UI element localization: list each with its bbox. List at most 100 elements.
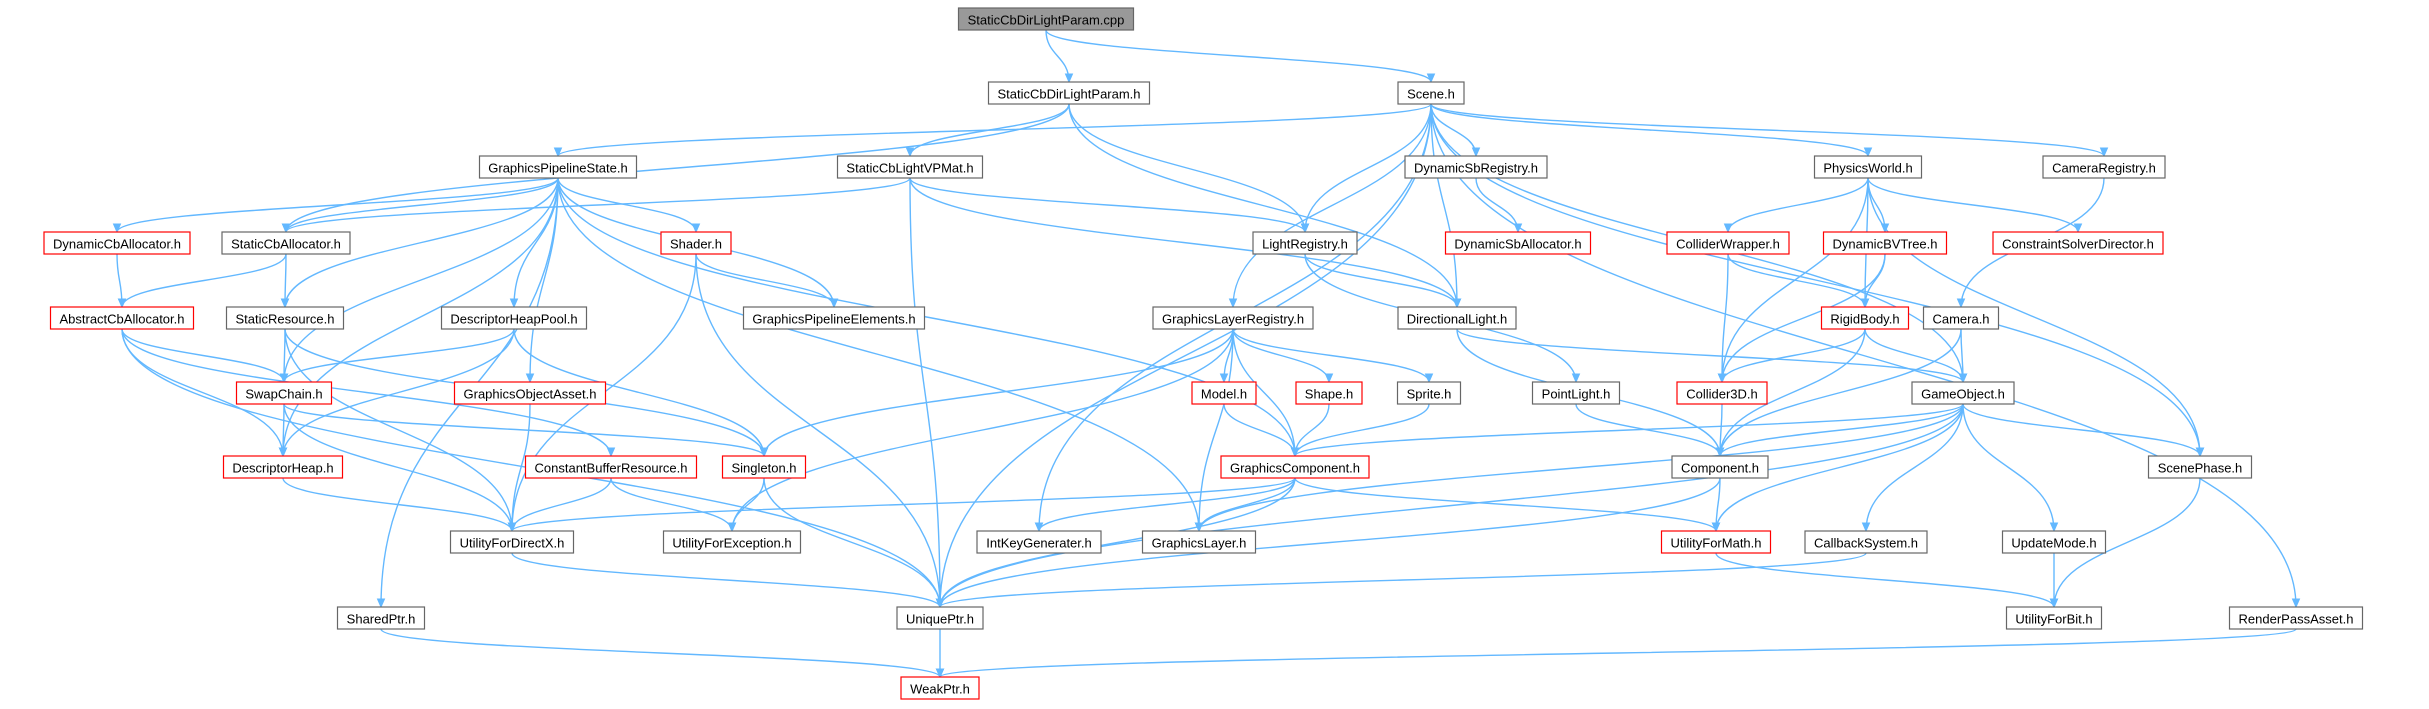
header-node[interactable]: IntKeyGenerater.h bbox=[976, 530, 1102, 554]
header-node[interactable]: StaticCbDirLightParam.h bbox=[987, 81, 1151, 105]
node-label: IntKeyGenerater.h bbox=[986, 536, 1092, 551]
dependency-edge bbox=[282, 177, 559, 457]
header-node[interactable]: RigidBody.h bbox=[1820, 306, 1910, 330]
header-node[interactable]: DescriptorHeap.h bbox=[222, 455, 344, 479]
header-node[interactable]: RenderPassAsset.h bbox=[2228, 606, 2364, 630]
node-label: GraphicsPipelineState.h bbox=[488, 161, 627, 176]
header-node[interactable]: StaticCbAllocator.h bbox=[221, 231, 351, 255]
arrowhead bbox=[1219, 373, 1229, 384]
header-node[interactable]: CameraRegistry.h bbox=[2042, 155, 2166, 179]
header-node[interactable]: UniquePtr.h bbox=[896, 606, 984, 630]
arrowhead bbox=[1228, 298, 1238, 309]
header-node[interactable]: ConstantBufferResource.h bbox=[524, 455, 698, 479]
dependency-edge bbox=[939, 477, 1296, 608]
node-label: GraphicsComponent.h bbox=[1230, 461, 1360, 476]
header-node[interactable]: DynamicSbAllocator.h bbox=[1444, 231, 1592, 255]
header-node[interactable]: GraphicsObjectAsset.h bbox=[453, 381, 607, 405]
header-node[interactable]: PhysicsWorld.h bbox=[1813, 155, 1923, 179]
node-box bbox=[221, 231, 351, 255]
node-box bbox=[1820, 306, 1910, 330]
node-box bbox=[662, 530, 802, 554]
dependency-edge bbox=[1294, 403, 1430, 457]
header-node[interactable]: GraphicsLayerRegistry.h bbox=[1152, 306, 1314, 330]
dependency-edge bbox=[283, 328, 515, 383]
dependency-edge bbox=[284, 177, 559, 308]
node-label: ColliderWrapper.h bbox=[1676, 237, 1780, 252]
dependency-edge bbox=[1294, 477, 1717, 532]
node-box bbox=[1671, 455, 1769, 479]
header-node[interactable]: Singleton.h bbox=[721, 455, 807, 479]
node-label: DynamicBVTree.h bbox=[1833, 237, 1938, 252]
dependency-edge bbox=[1045, 29, 1432, 83]
node-label: Camera.h bbox=[1932, 312, 1989, 327]
dependency-edge bbox=[1430, 103, 1869, 157]
dependency-edge bbox=[1865, 403, 1964, 532]
header-node[interactable]: ConstraintSolverDirector.h bbox=[1992, 231, 2164, 255]
arrowhead bbox=[2195, 447, 2205, 458]
header-node[interactable]: UtilityForException.h bbox=[662, 530, 802, 554]
header-node[interactable]: CallbackSystem.h bbox=[1804, 530, 1928, 554]
arrowhead bbox=[1424, 373, 1434, 384]
dependency-edge bbox=[557, 177, 1200, 532]
node-label: CallbackSystem.h bbox=[1814, 536, 1918, 551]
header-node[interactable]: DescriptorHeapPool.h bbox=[440, 306, 588, 330]
arrowhead bbox=[1290, 447, 1300, 458]
dependency-edge bbox=[282, 477, 513, 532]
node-label: Scene.h bbox=[1407, 87, 1455, 102]
header-node[interactable]: Scene.h bbox=[1397, 81, 1465, 105]
arrowhead bbox=[1426, 73, 1436, 84]
header-node[interactable]: GraphicsPipelineElements.h bbox=[742, 306, 926, 330]
header-node[interactable]: SharedPtr.h bbox=[336, 606, 426, 630]
header-node[interactable]: DynamicSbRegistry.h bbox=[1404, 155, 1548, 179]
header-node[interactable]: ColliderWrapper.h bbox=[1666, 231, 1790, 255]
dependency-edge bbox=[511, 477, 1296, 532]
dependency-edge bbox=[1232, 103, 1432, 308]
dependency-edge bbox=[1727, 253, 1866, 308]
node-label: DescriptorHeapPool.h bbox=[450, 312, 577, 327]
header-node[interactable]: GameObject.h bbox=[1911, 381, 2015, 405]
header-node[interactable]: GraphicsPipelineState.h bbox=[478, 155, 638, 179]
header-node[interactable]: StaticCbLightVPMat.h bbox=[836, 155, 984, 179]
header-node[interactable]: GraphicsComponent.h bbox=[1220, 455, 1370, 479]
dependency-edge bbox=[695, 253, 835, 308]
node-label: GraphicsLayerRegistry.h bbox=[1162, 312, 1304, 327]
header-node[interactable]: Sprite.h bbox=[1396, 381, 1462, 405]
header-node[interactable]: LightRegistry.h bbox=[1252, 231, 1358, 255]
header-node[interactable]: Shape.h bbox=[1295, 381, 1363, 405]
header-node[interactable]: Shader.h bbox=[660, 231, 732, 255]
header-node[interactable]: WeakPtr.h bbox=[900, 676, 980, 700]
header-node[interactable]: SwapChain.h bbox=[235, 381, 333, 405]
dependency-edge bbox=[1232, 328, 1430, 383]
header-node[interactable]: ScenePhase.h bbox=[2147, 455, 2253, 479]
node-box bbox=[1822, 231, 1948, 255]
header-node[interactable]: DynamicBVTree.h bbox=[1822, 231, 1948, 255]
dependency-edge bbox=[1304, 103, 1432, 233]
header-node[interactable]: UpdateMode.h bbox=[2001, 530, 2107, 554]
header-node[interactable]: UtilityForMath.h bbox=[1660, 530, 1772, 554]
header-node[interactable]: PointLight.h bbox=[1531, 381, 1621, 405]
node-label: StaticCbDirLightParam.h bbox=[997, 87, 1140, 102]
header-node[interactable]: Component.h bbox=[1671, 455, 1769, 479]
dependency-edge bbox=[1430, 103, 2105, 157]
node-box bbox=[1404, 155, 1548, 179]
node-label: StaticCbAllocator.h bbox=[231, 237, 341, 252]
node-label: UtilityForMath.h bbox=[1670, 536, 1761, 551]
header-node[interactable]: StaticResource.h bbox=[225, 306, 345, 330]
header-node[interactable]: UtilityForDirectX.h bbox=[449, 530, 575, 554]
node-box bbox=[1252, 231, 1358, 255]
header-node[interactable]: Collider3D.h bbox=[1676, 381, 1768, 405]
header-node[interactable]: GraphicsLayer.h bbox=[1141, 530, 1257, 554]
header-node[interactable]: DirectionalLight.h bbox=[1397, 306, 1517, 330]
header-node[interactable]: Camera.h bbox=[1922, 306, 2000, 330]
node-box bbox=[1397, 81, 1465, 105]
dependency-edge bbox=[1867, 177, 2201, 457]
node-box bbox=[1396, 381, 1462, 405]
arrowhead bbox=[117, 298, 127, 309]
header-node[interactable]: UtilityForBit.h bbox=[2005, 606, 2103, 630]
header-node[interactable]: DynamicCbAllocator.h bbox=[43, 231, 191, 255]
node-box bbox=[2147, 455, 2253, 479]
node-box bbox=[742, 306, 926, 330]
node-box bbox=[1191, 381, 1257, 405]
header-node[interactable]: Model.h bbox=[1191, 381, 1257, 405]
header-node[interactable]: AbstractCbAllocator.h bbox=[49, 306, 195, 330]
